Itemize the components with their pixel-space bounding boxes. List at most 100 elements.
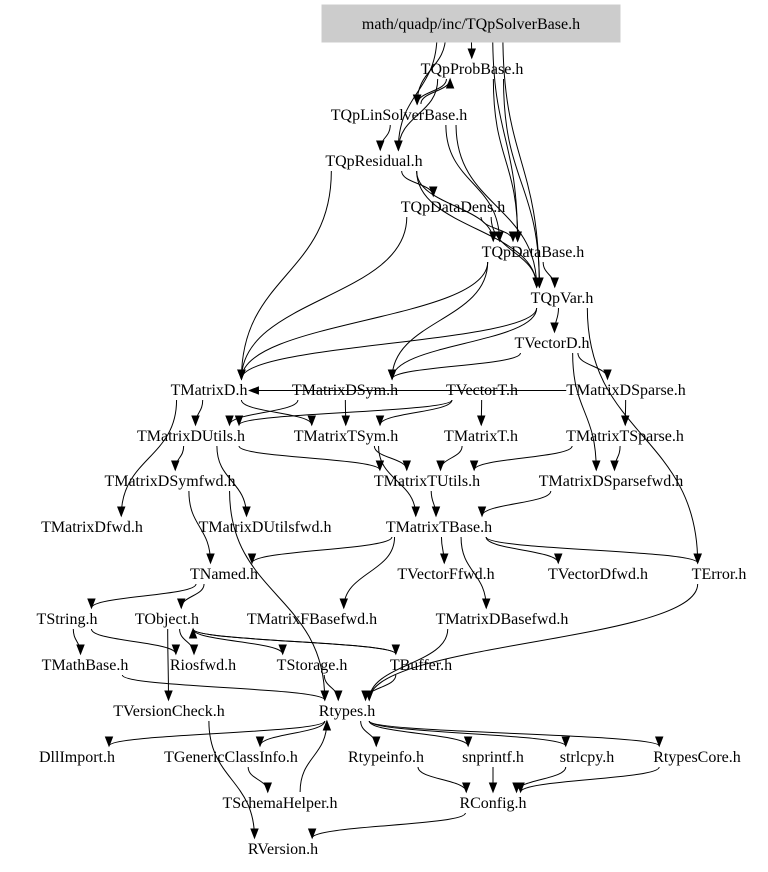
edge-arrowhead bbox=[248, 386, 259, 395]
edge-arrowhead bbox=[394, 140, 403, 152]
node-riosfwd-h[interactable]: Riosfwd.h bbox=[170, 657, 236, 674]
edge-line bbox=[368, 720, 660, 747]
edge-line bbox=[416, 33, 447, 105]
edge-arrowhead bbox=[532, 277, 541, 289]
edge-arrowhead bbox=[429, 186, 438, 198]
edge-tvectord-to-tmatrixdsym bbox=[387, 352, 521, 381]
edge-arrowhead bbox=[247, 553, 257, 565]
node-tqpdatabase-h[interactable]: TQpDataBase.h bbox=[482, 244, 585, 261]
node-tmatrixdbasefwd-h[interactable]: TMatrixDBasefwd.h bbox=[436, 611, 569, 628]
edge-tmatrixdsparsefwd-to-tmatrixtbase bbox=[477, 490, 552, 518]
edge-line bbox=[108, 720, 326, 747]
edge-arrowhead bbox=[477, 506, 487, 518]
node-tvectord-h[interactable]: TVectorD.h bbox=[514, 335, 589, 352]
edge-tmatrixd-to-tmatrixdutils bbox=[191, 399, 204, 427]
node-tmatrixdsparse-h[interactable]: TMatrixDSparse.h bbox=[566, 382, 686, 399]
edge-arrowhead bbox=[592, 460, 601, 472]
node-tstring-h[interactable]: TString.h bbox=[37, 611, 98, 628]
node-rtypes-h[interactable]: Rtypes.h bbox=[319, 703, 375, 720]
edge-line bbox=[417, 766, 467, 793]
node-tgenericclassinfo-h[interactable]: TGenericClassInfo.h bbox=[164, 749, 298, 766]
edge-line bbox=[360, 720, 377, 747]
node-tqpprobbase-h[interactable]: TQpProbBase.h bbox=[421, 61, 524, 78]
node-tmatrixtsparse-h[interactable]: TMatrixTSparse.h bbox=[566, 428, 684, 445]
edge-tmatrixtsparse-to-tmatrixdsparsefwd bbox=[610, 445, 621, 472]
edge-tqpdatabase-to-tqpvar bbox=[542, 261, 559, 289]
edge-arrowhead bbox=[477, 415, 486, 427]
node-tstorage-h[interactable]: TStorage.h bbox=[277, 657, 348, 674]
edge-tmatrixtbase-to-tmatrixfbasefwd bbox=[339, 536, 396, 610]
edge-arrowhead bbox=[76, 644, 85, 656]
node-dllimport-h[interactable]: DllImport.h bbox=[39, 749, 115, 766]
edge-rtypes-to-rtypeinfo bbox=[360, 720, 381, 748]
node-rversion-h[interactable]: RVersion.h bbox=[248, 841, 318, 858]
edge-arrowhead bbox=[206, 553, 215, 565]
edge-line bbox=[208, 720, 255, 839]
edge-arrowhead bbox=[402, 460, 411, 472]
node-rtypescore-h[interactable]: RtypesCore.h bbox=[653, 749, 741, 766]
edge-rtypes-to-snprintf bbox=[368, 720, 473, 748]
node-tmatrixtbase-h[interactable]: TMatrixTBase.h bbox=[386, 519, 492, 536]
node-tbuffer-h[interactable]: TBuffer.h bbox=[390, 657, 452, 674]
node-tmatrixtsym-h[interactable]: TMatrixTSym.h bbox=[294, 428, 398, 445]
node-tqpresidual-h[interactable]: TQpResidual.h bbox=[325, 153, 422, 170]
edge-line bbox=[368, 583, 699, 701]
edge-line bbox=[229, 490, 326, 701]
node-tqpdatadens-h[interactable]: TQpDataDens.h bbox=[401, 199, 505, 216]
edge-arrowhead bbox=[237, 369, 246, 381]
node-snprintf-h[interactable]: snprintf.h bbox=[462, 749, 524, 766]
node-tmatrixdsymfwd-h[interactable]: TMatrixDSymfwd.h bbox=[104, 473, 235, 490]
node-tmatrixtutils-h[interactable]: TMatrixTUtils.h bbox=[374, 473, 480, 490]
edge-line bbox=[503, 78, 540, 288]
node-tobject-h[interactable]: TObject.h bbox=[135, 611, 199, 628]
edge-rtypes-to-strlcpy bbox=[368, 720, 570, 748]
edge-tobject-to-tstorage bbox=[192, 628, 287, 656]
edge-line bbox=[416, 170, 538, 288]
edge-arrowhead bbox=[550, 322, 559, 334]
edge-arrowhead bbox=[263, 782, 272, 794]
edge-line bbox=[251, 536, 393, 564]
node-tmatrixd-h[interactable]: TMatrixD.h bbox=[171, 382, 248, 399]
node-terror-h[interactable]: TError.h bbox=[692, 566, 747, 583]
edge-tqpdatabase-to-tmatrixd bbox=[237, 261, 489, 381]
edge-line bbox=[240, 261, 489, 380]
node-strlcpy-h[interactable]: strlcpy.h bbox=[560, 749, 615, 766]
node-tmatrixdutilsfwd-h[interactable]: TMatrixDUtilsfwd.h bbox=[199, 519, 332, 536]
edge-tnamed-to-tobject bbox=[177, 583, 205, 610]
edge-arrowhead bbox=[610, 460, 619, 472]
edge-arrowhead bbox=[307, 415, 316, 427]
edge-arrowhead bbox=[225, 415, 234, 427]
node-tversioncheck-h[interactable]: TVersionCheck.h bbox=[113, 703, 225, 720]
node-tmatrixfbasefwd-h[interactable]: TMatrixFBasefwd.h bbox=[247, 611, 377, 628]
edge-tmatrixtbase-to-tvectordfwd bbox=[485, 536, 563, 565]
node-tnamed-h[interactable]: TNamed.h bbox=[190, 566, 258, 583]
node-tmatrixdfwd-h[interactable]: TMatrixDfwd.h bbox=[41, 519, 143, 536]
node-tmatrixdsym-h[interactable]: TMatrixDSym.h bbox=[292, 382, 398, 399]
node-tqplinsolverbase-h[interactable]: TQpLinSolverBase.h bbox=[331, 107, 467, 124]
edge-line bbox=[259, 720, 326, 747]
edge-tmatrixdutils-to-tmatrixdutilsfwd bbox=[216, 445, 251, 518]
node-tmatrixt-h[interactable]: TMatrixT.h bbox=[444, 428, 518, 445]
edge-line bbox=[473, 445, 573, 471]
node-tvectort-h[interactable]: TVectorT.h bbox=[446, 382, 518, 399]
node-rtypeinfo-h[interactable]: Rtypeinfo.h bbox=[348, 749, 424, 766]
node-tqpsolverbase-h[interactable]: math/quadp/inc/TQpSolverBase.h bbox=[362, 16, 580, 33]
edge-rtypes-to-dllimport bbox=[104, 720, 326, 748]
edge-line bbox=[577, 352, 608, 380]
node-tqpvar-h[interactable]: TQpVar.h bbox=[531, 290, 594, 307]
edge-line bbox=[502, 33, 540, 288]
node-tmatrixdsparsefwd-h[interactable]: TMatrixDSparsefwd.h bbox=[539, 473, 683, 490]
edge-line bbox=[229, 399, 299, 426]
edge-terror-to-rtypes bbox=[364, 583, 699, 702]
edge-arrowhead bbox=[189, 644, 199, 656]
node-rconfig-h[interactable]: RConfig.h bbox=[459, 795, 526, 812]
node-tmatrixdutils-h[interactable]: TMatrixDUtils.h bbox=[137, 428, 245, 445]
node-tvectordfwd-h[interactable]: TVectorDfwd.h bbox=[548, 566, 648, 583]
edge-line bbox=[460, 536, 487, 609]
node-tmathbase-h[interactable]: TMathBase.h bbox=[42, 657, 129, 674]
edge-line bbox=[368, 720, 567, 747]
node-tschemahelper-h[interactable]: TSchemaHelper.h bbox=[222, 795, 337, 812]
edge-line bbox=[490, 216, 538, 288]
edge-line bbox=[240, 399, 313, 426]
node-tvectorffwd-h[interactable]: TVectorFfwd.h bbox=[397, 566, 494, 583]
